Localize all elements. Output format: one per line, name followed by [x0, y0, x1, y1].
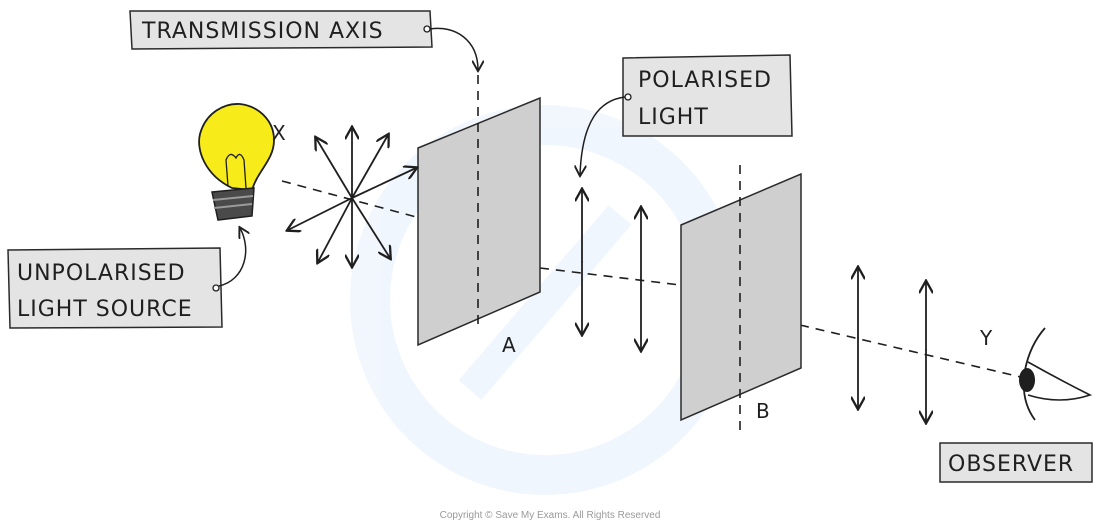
- svg-text:LIGHT SOURCE: LIGHT SOURCE: [17, 297, 193, 322]
- unpolarised-source-label: UNPOLARISED LIGHT SOURCE: [7, 228, 246, 329]
- copyright-notice: Copyright © Save My Exams. All Rights Re…: [440, 510, 661, 521]
- point-x-label: X: [272, 121, 286, 145]
- polarised-light-label: POLARISED LIGHT: [580, 54, 793, 175]
- svg-text:UNPOLARISED: UNPOLARISED: [17, 261, 186, 286]
- filter-b-label: B: [756, 399, 770, 423]
- polarised-vibrations: [582, 190, 926, 422]
- analyser-b: [680, 172, 802, 422]
- svg-text:TRANSMISSION AXIS: TRANSMISSION AXIS: [141, 19, 384, 44]
- transmission-axis-label: TRANSMISSION AXIS: [129, 10, 478, 70]
- filter-a-label: A: [502, 333, 516, 357]
- observer-label: OBSERVER: [939, 442, 1093, 483]
- svg-text:OBSERVER: OBSERVER: [948, 452, 1074, 477]
- svg-text:LIGHT: LIGHT: [638, 105, 709, 130]
- polariser-a: [417, 96, 541, 347]
- point-y-label: Y: [979, 326, 993, 350]
- svg-text:POLARISED: POLARISED: [638, 68, 772, 93]
- unpolarised-vibrations: [288, 128, 416, 266]
- light-bulb-icon: [198, 103, 275, 221]
- observer-eye-icon: [1019, 327, 1093, 421]
